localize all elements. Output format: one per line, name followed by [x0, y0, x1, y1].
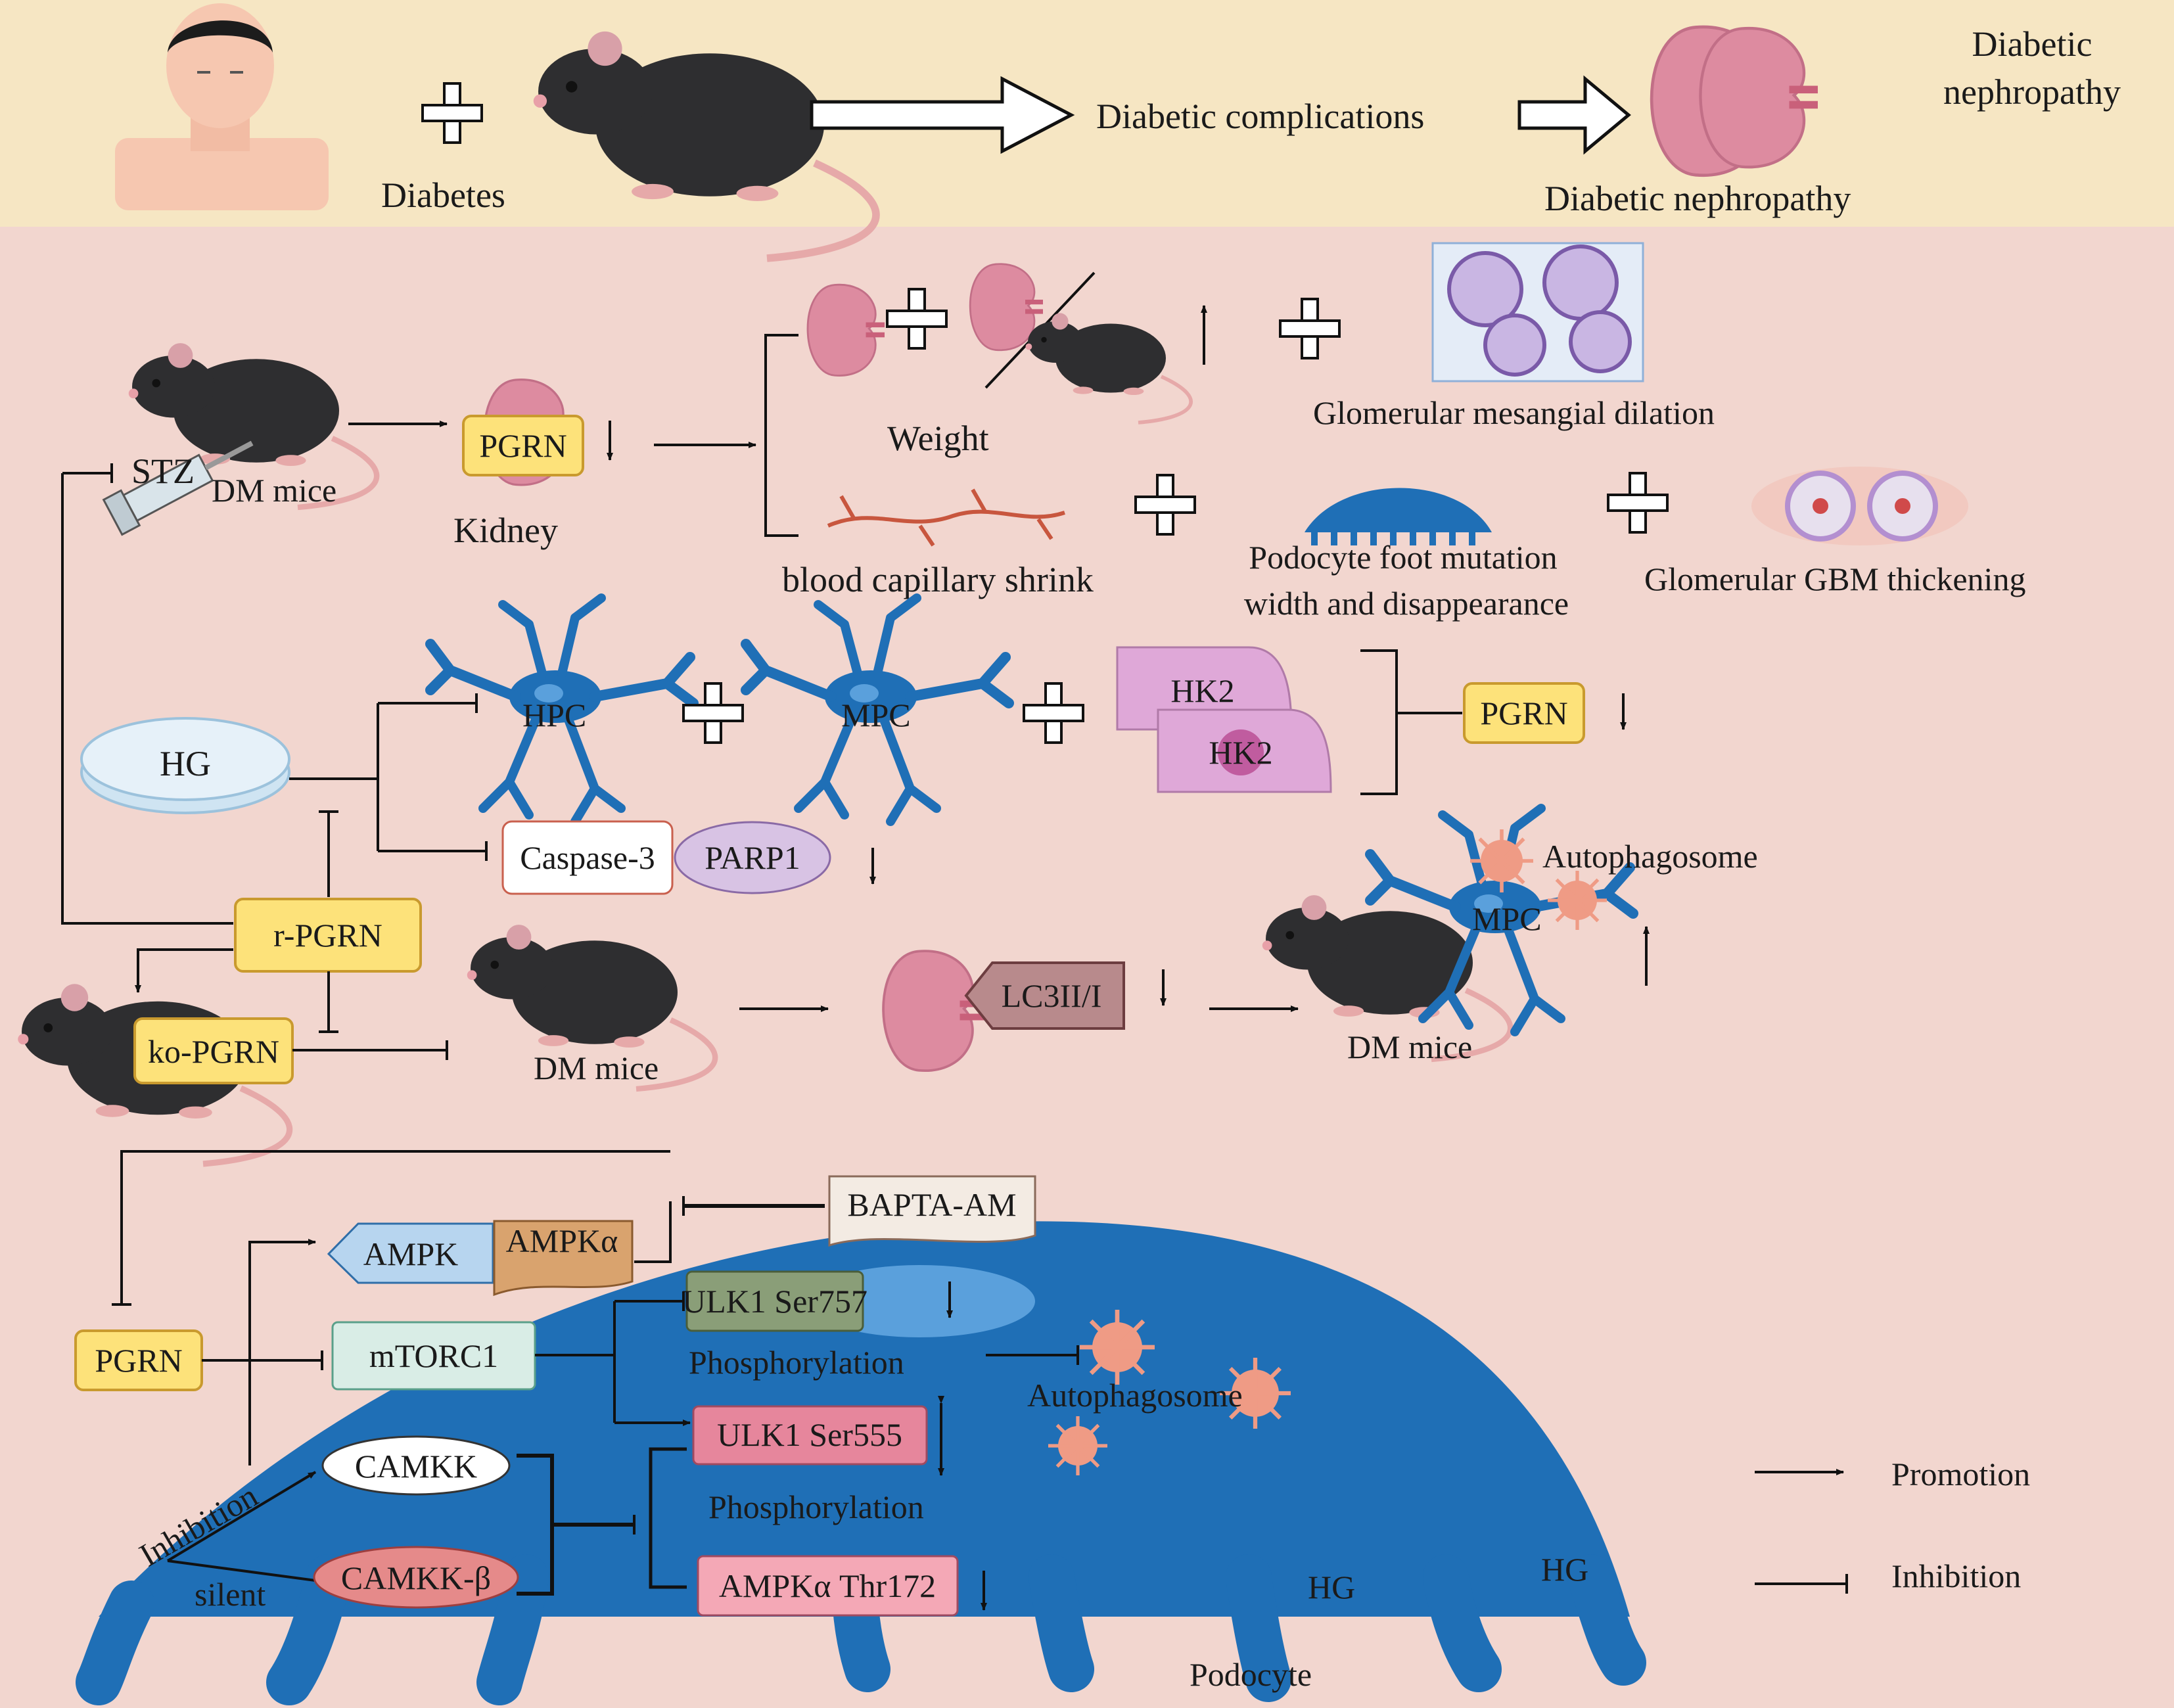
ampka-box	[493, 1220, 634, 1297]
label-complications: Diabetic complications	[1096, 97, 1424, 136]
svg-text:ko-PGRN: ko-PGRN	[148, 1033, 279, 1070]
parp1-oval	[674, 821, 831, 894]
legend-promotion: Promotion	[1891, 1456, 2030, 1492]
label-capillary: blood capillary shrink	[782, 560, 1094, 599]
svg-text:CAMKK: CAMKK	[355, 1448, 477, 1485]
corner-title-line2: nephropathy	[1943, 72, 2121, 112]
kidney-icon	[806, 283, 886, 377]
plus-icon	[1134, 474, 1196, 536]
svg-text:PARP1: PARP1	[705, 839, 800, 876]
camkk-beta-oval	[313, 1546, 519, 1609]
label-dm-mice-2: DM mice	[1347, 1028, 1472, 1065]
label-nephropathy: Diabetic nephropathy	[1544, 179, 1851, 218]
plus-icon	[1279, 298, 1341, 359]
label-mpc-2: MPC	[1472, 900, 1542, 937]
label-dm-mice-1: DM mice	[534, 1050, 659, 1086]
kidney-icon	[882, 950, 986, 1073]
patient-figure	[115, 3, 329, 210]
plus-icon	[682, 682, 744, 744]
label-hk2-b: HK2	[1209, 734, 1272, 771]
label-hg-1: HG	[1308, 1569, 1355, 1605]
label-weight: Weight	[887, 419, 989, 458]
mesangial-tissue-icon	[1431, 242, 1644, 382]
autophagosome-icon	[1048, 1416, 1107, 1475]
svg-text:LC3II/I: LC3II/I	[1002, 977, 1102, 1014]
plus-icon	[886, 288, 948, 350]
ampka-thr-box	[697, 1555, 959, 1617]
bapta-box	[828, 1175, 1036, 1247]
label-dm-mice: DM mice	[212, 472, 336, 509]
mouse-icon	[1026, 313, 1191, 423]
svg-text:ULK1 Ser757: ULK1 Ser757	[682, 1283, 867, 1320]
ulk757-box	[685, 1270, 864, 1332]
label-podocyte-foot-2: width and disappearance	[1244, 585, 1569, 622]
label-mesangial: Glomerular mesangial dilation	[1313, 394, 1715, 431]
svg-text:r-PGRN: r-PGRN	[273, 917, 382, 954]
label-autophagosome-2: Autophagosome	[1027, 1377, 1243, 1414]
camkk-oval	[321, 1435, 511, 1496]
podocyte-foot-icon	[1305, 488, 1492, 545]
label-hk2-a: HK2	[1170, 672, 1234, 709]
petri-dish-icon	[80, 717, 290, 814]
label-kidney: Kidney	[453, 511, 558, 550]
label-gbm: Glomerular GBM thickening	[1644, 561, 2025, 597]
ampk-box	[327, 1222, 494, 1284]
top-band	[0, 0, 2174, 227]
svg-text:PGRN: PGRN	[479, 427, 567, 464]
label-phosphorylation-1: Phosphorylation	[689, 1344, 904, 1381]
label-hg-2: HG	[1541, 1551, 1588, 1588]
svg-text:Caspase-3: Caspase-3	[520, 839, 655, 876]
legend-inhibition: Inhibition	[1891, 1558, 2021, 1594]
lc3-box	[964, 961, 1125, 1030]
ulk555-box	[692, 1405, 928, 1466]
label-hpc: HPC	[522, 697, 586, 733]
branch-bracket	[764, 334, 798, 537]
label-podocyte: Podocyte	[1190, 1656, 1312, 1693]
svg-text:ULK1 Ser555: ULK1 Ser555	[717, 1416, 902, 1453]
hk2-bracket	[1360, 649, 1398, 795]
corner-title-line1: Diabetic	[1972, 24, 2093, 64]
capillary-icon	[827, 488, 1065, 547]
svg-text:PGRN: PGRN	[95, 1342, 182, 1379]
svg-text:AMPK: AMPK	[363, 1235, 458, 1272]
label-mpc: MPC	[841, 697, 911, 733]
gbm-icon	[1751, 467, 1968, 545]
label-silent: silent	[195, 1576, 266, 1613]
hollow-arrow-1	[810, 76, 1075, 154]
syringe-icon	[102, 440, 254, 536]
label-podocyte-foot-1: Podocyte foot mutation	[1249, 539, 1557, 576]
label-autophagosome-1: Autophagosome	[1542, 838, 1758, 875]
caspase-box	[501, 820, 674, 895]
label-hg: HG	[160, 744, 211, 783]
svg-text:BAPTA-AM: BAPTA-AM	[847, 1186, 1016, 1223]
svg-text:AMPKα: AMPKα	[506, 1222, 618, 1259]
label-phosphorylation-2: Phosphorylation	[708, 1489, 924, 1525]
hk2-cell-front	[1157, 708, 1332, 793]
label-stz: STZ	[131, 451, 195, 491]
label-diabetes: Diabetes	[381, 175, 505, 215]
plus-icon	[1607, 472, 1669, 534]
plus-icon	[1023, 682, 1084, 744]
svg-text:CAMKK-β: CAMKK-β	[341, 1559, 491, 1596]
pgrn-box	[462, 415, 584, 476]
svg-text:mTORC1: mTORC1	[369, 1337, 498, 1374]
autophagosome-icon	[1548, 871, 1607, 930]
svg-text:PGRN: PGRN	[1480, 695, 1567, 731]
hollow-arrow-2	[1517, 75, 1631, 155]
svg-text:AMPKα Thr172: AMPKα Thr172	[719, 1567, 936, 1604]
pgrn-box	[1463, 682, 1585, 744]
